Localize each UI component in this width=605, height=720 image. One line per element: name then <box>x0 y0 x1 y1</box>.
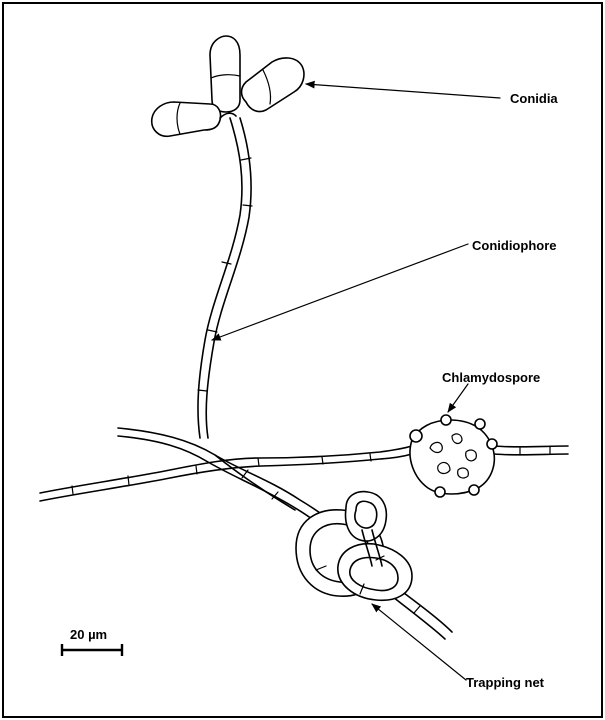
conidiophore-label: Conidiophore <box>472 238 557 253</box>
scale-bar-label: 20 µm <box>70 627 107 642</box>
chlamydospore <box>410 415 497 497</box>
conidiophore <box>198 118 252 438</box>
chlamydospore-label: Chlamydospore <box>442 370 540 385</box>
figure-frame <box>3 3 602 717</box>
trapping-net-label: Trapping net <box>466 675 545 690</box>
conidia-cluster <box>152 36 304 136</box>
conidia-label: Conidia <box>510 91 558 106</box>
scale-bar: 20 µm <box>62 627 122 656</box>
conidia-arrow <box>306 84 500 98</box>
conidiophore-arrow <box>212 244 468 340</box>
chlamydospore-arrow <box>448 384 468 412</box>
trapping-net-arrow <box>372 604 466 680</box>
